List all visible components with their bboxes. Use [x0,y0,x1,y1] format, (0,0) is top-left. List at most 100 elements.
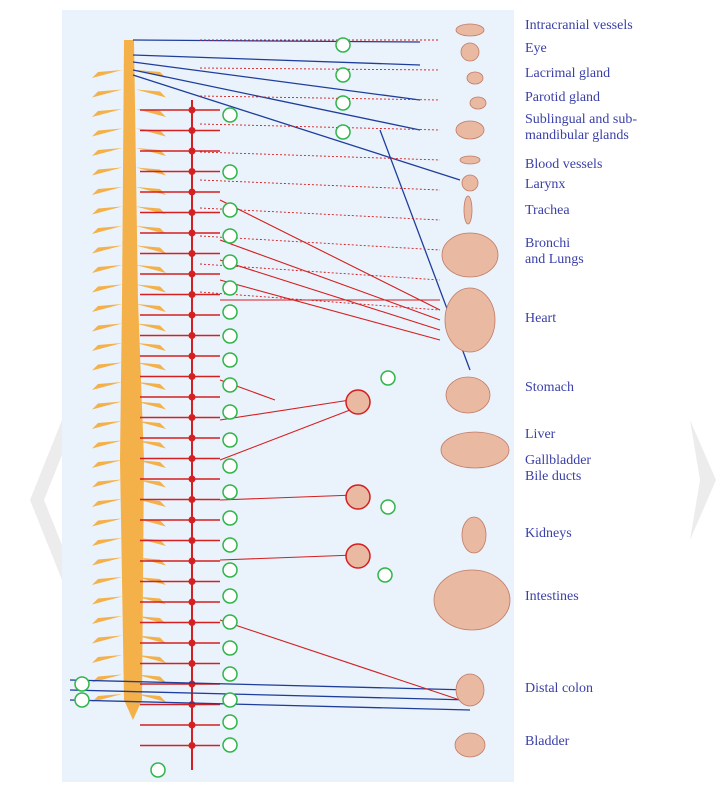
ganglion-badge [223,281,237,295]
organ-label-blood-vessels: Blood vessels [525,157,602,173]
organ-label-intracranial-vessels: Intracranial vessels [525,18,633,34]
organ-label-heart: Heart [525,311,556,327]
postganglionic-fiber [200,180,440,190]
ganglion-badge [336,68,350,82]
sympathetic-fiber [220,620,460,700]
ganglion-badge [223,229,237,243]
spinal-nerve-root-right [136,304,166,312]
organ-label-liver: Liver [525,427,555,443]
organ-shape [460,156,480,164]
ganglion-badge [75,677,89,691]
spinal-nerve-root-left [92,519,122,527]
spinal-nerve-root-right [136,285,166,293]
organ-label-parotid-gland: Parotid gland [525,90,600,106]
sympathetic-fiber [220,200,440,310]
spinal-nerve-root-left [92,460,122,468]
spinal-nerve-root-left [92,480,122,488]
organ-label-kidneys: Kidneys [525,526,572,542]
organ-shape [462,517,486,553]
spinal-nerve-root-left [92,343,122,351]
spinal-nerve-root-left [92,148,122,156]
spinal-nerve-root-left [92,226,122,234]
spinal-nerve-root-left [92,597,122,605]
ganglion-badge [223,738,237,752]
organ-shape [470,97,486,109]
spinal-nerve-root-left [92,187,122,195]
organ-shape [455,733,485,757]
ganglion-badge [223,433,237,447]
ganglion-badge [75,693,89,707]
spinal-nerve-root-right [136,324,166,332]
sympathetic-fiber [220,280,440,340]
ganglion-badge [223,538,237,552]
ganglion-badge [223,511,237,525]
ganglion-badge [381,500,395,514]
ganglion-badge [223,589,237,603]
parasympathetic-fiber [133,62,420,100]
organ-label-lacrimal-gland: Lacrimal gland [525,66,610,82]
spinal-nerve-root-right [136,148,166,156]
ganglion-badge [223,405,237,419]
spinal-nerve-root-left [92,70,122,78]
ganglion-badge [223,715,237,729]
organ-shape [456,24,484,36]
ganglion-badge [223,165,237,179]
organ-shape [445,288,495,352]
spinal-nerve-root-left [92,577,122,585]
organ-shape [467,72,483,84]
spinal-nerve-root-left [92,207,122,215]
ganglion-badge [223,693,237,707]
spinal-nerve-root-right [136,129,166,137]
organs [346,24,510,757]
organ-label-bladder: Bladder [525,734,569,750]
spinal-nerve-root-left [92,655,122,663]
sympathetic-chain [140,100,220,770]
spinal-nerve-root-left [92,304,122,312]
ganglion-badge [223,563,237,577]
organ-shape [462,175,478,191]
organ-shape [456,121,484,139]
ganglion-badge [223,667,237,681]
spinal-nerve-root-left [92,129,122,137]
spinal-nerve-root-left [92,421,122,429]
spinal-nerve-root-left [92,499,122,507]
spinal-nerve-root-left [92,636,122,644]
ganglion-badge [223,108,237,122]
spinal-nerve-root-right [136,187,166,195]
organ-shape [442,233,498,277]
spinal-nerve-root-left [92,363,122,371]
spinal-cord-body [120,40,144,720]
ganglion-badge [223,353,237,367]
spinal-nerve-root-left [92,246,122,254]
organ-label-eye: Eye [525,41,547,57]
ganglion-badge [223,203,237,217]
ganglion-badge [223,305,237,319]
spinal-nerve-root-left [92,285,122,293]
spinal-cord [92,40,166,720]
organ-shape [441,432,509,468]
prevertebral-ganglion [346,485,370,509]
spinal-nerve-root-left [92,109,122,117]
spinal-nerve-root-left [92,168,122,176]
ganglion-badge [223,615,237,629]
spinal-nerve-root-left [92,90,122,98]
prevertebral-ganglion [346,544,370,568]
ganglion-badge [378,568,392,582]
spinal-nerve-root-left [92,265,122,273]
organ-shape [464,196,472,224]
organ-label-stomach: Stomach [525,380,574,396]
spinal-nerve-root-right [136,90,166,98]
spinal-nerve-root-left [92,441,122,449]
ganglion-badge [336,125,350,139]
spinal-nerve-root-right [136,246,166,254]
spinal-nerve-root-left [92,616,122,624]
organ-label-intestines: Intestines [525,589,579,605]
sympathetic-fiber [220,240,440,320]
ganglion-badge [336,38,350,52]
organ-shape [461,43,479,61]
ganglion-badge [151,763,165,777]
prevertebral-ganglion [346,390,370,414]
organ-label-larynx: Larynx [525,177,565,193]
organ-shape [456,674,484,706]
